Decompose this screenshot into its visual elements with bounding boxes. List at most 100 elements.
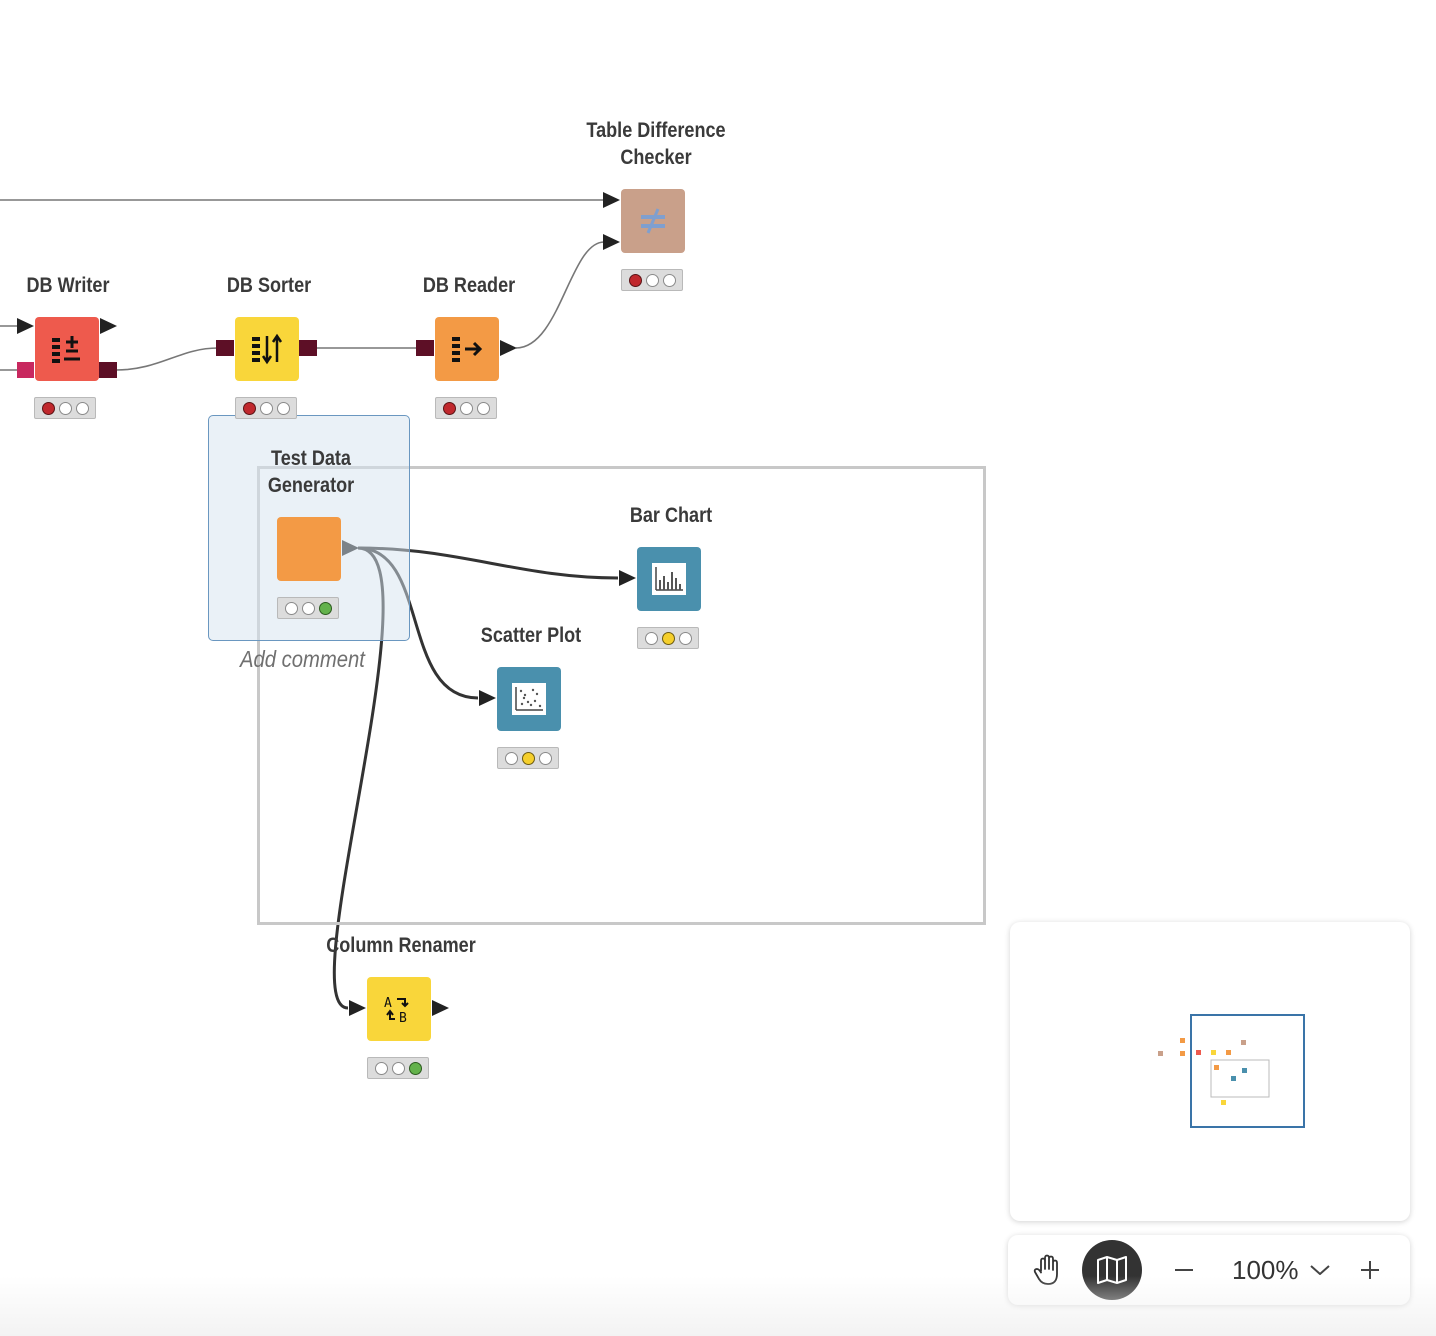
chevron-down-icon <box>1310 1265 1330 1275</box>
node-status-db-writer <box>34 397 96 419</box>
pan-mode-button[interactable] <box>1026 1250 1070 1290</box>
zoom-dropdown-button[interactable] <box>1306 1256 1334 1284</box>
zoom-level-select[interactable]: 100% <box>1232 1252 1299 1288</box>
node-status-table-difference-checker <box>621 269 683 291</box>
node-db-reader[interactable] <box>435 317 499 381</box>
zoom-in-button[interactable] <box>1354 1254 1386 1286</box>
label-line-1: Test Data <box>271 447 351 470</box>
node-bar-chart[interactable] <box>637 547 701 611</box>
status-red-light <box>242 401 256 415</box>
connection-db-writer-to-db-sorter <box>115 347 219 371</box>
node-status-db-reader <box>435 397 497 419</box>
minus-icon <box>1175 1269 1193 1271</box>
status-red-light <box>41 401 55 415</box>
node-label-bar-chart[interactable]: Bar Chart <box>629 504 713 527</box>
map-icon <box>1097 1256 1127 1284</box>
minimap-node <box>1231 1076 1236 1081</box>
port-scatter-in <box>479 690 496 706</box>
status-green-light <box>276 401 290 415</box>
node-label-db-sorter[interactable]: DB Sorter <box>226 274 312 297</box>
node-db-writer[interactable] <box>35 317 99 381</box>
node-status-column-renamer <box>367 1057 429 1079</box>
rename-icon: A B <box>384 996 409 1026</box>
label-line-2: Checker <box>620 146 692 169</box>
port-db-writer-db-in <box>17 362 34 378</box>
minimap-node <box>1221 1100 1226 1105</box>
port-table-diff-in-1 <box>603 192 620 208</box>
minimap-canvas <box>1158 1014 1305 1128</box>
minimap-viewport <box>1190 1014 1305 1128</box>
port-bar-chart-in <box>619 570 636 586</box>
status-green-light <box>318 601 332 615</box>
status-green-light <box>476 401 490 415</box>
label-line-2: Generator <box>267 474 355 497</box>
port-db-sorter-db-in <box>216 340 234 356</box>
node-label-scatter-plot[interactable]: Scatter Plot <box>480 624 582 647</box>
node-table-difference-checker[interactable] <box>621 189 685 253</box>
node-test-data-generator[interactable] <box>277 517 341 581</box>
status-red-light <box>644 631 658 645</box>
port-table-diff-in-2 <box>603 234 620 250</box>
minimap-node <box>1158 1051 1163 1056</box>
hand-icon <box>1033 1254 1058 1285</box>
port-db-reader-db-in <box>416 340 434 356</box>
zoom-level-value: 100% <box>1232 1255 1299 1285</box>
minimap-node <box>1242 1068 1247 1073</box>
status-green-light <box>662 273 676 287</box>
minimap-node <box>1180 1038 1185 1043</box>
sort-icon <box>252 333 283 365</box>
minimap-toggle-button[interactable] <box>1082 1240 1142 1300</box>
status-yellow-light <box>645 273 659 287</box>
workflow-annotation[interactable] <box>257 466 986 925</box>
status-green-light <box>678 631 692 645</box>
node-scatter-plot[interactable] <box>497 667 561 731</box>
port-db-sorter-db-out <box>299 340 317 356</box>
port-column-renamer-in <box>349 1000 366 1016</box>
status-red-light <box>504 751 518 765</box>
add-comment-placeholder[interactable]: Add comment <box>240 646 365 672</box>
minimap-node <box>1211 1050 1216 1055</box>
node-column-renamer[interactable]: A B <box>367 977 431 1041</box>
status-yellow-light <box>521 751 535 765</box>
status-red-light <box>628 273 642 287</box>
port-db-writer-out <box>100 318 117 334</box>
port-db-writer-db-out <box>99 362 117 378</box>
minimap-node <box>1226 1050 1231 1055</box>
status-yellow-light <box>661 631 675 645</box>
node-status-db-sorter <box>235 397 297 419</box>
status-red-light <box>442 401 456 415</box>
node-label-db-writer[interactable]: DB Writer <box>26 274 110 297</box>
node-db-sorter[interactable] <box>235 317 299 381</box>
node-status-test-data-generator <box>277 597 339 619</box>
minimap[interactable] <box>1010 922 1410 1221</box>
scatter-plot-icon <box>512 683 546 715</box>
status-green-light <box>75 401 89 415</box>
db-reader-icon <box>452 337 483 362</box>
port-db-reader-out <box>500 340 517 356</box>
minimap-node <box>1196 1050 1201 1055</box>
status-green-light <box>538 751 552 765</box>
status-yellow-light <box>459 401 473 415</box>
minimap-node <box>1180 1051 1185 1056</box>
status-green-light <box>408 1061 422 1075</box>
status-red-light <box>284 601 298 615</box>
port-column-renamer-out <box>432 1000 449 1016</box>
minimap-annotation <box>1210 1059 1270 1098</box>
plus-icon <box>1361 1261 1379 1279</box>
status-red-light <box>374 1061 388 1075</box>
node-label-column-renamer[interactable]: Column Renamer <box>326 934 476 957</box>
node-label-table-difference-checker[interactable]: Table Difference Checker <box>570 117 742 171</box>
label-line-1: Table Difference <box>586 119 726 142</box>
minimap-node <box>1241 1040 1246 1045</box>
db-writer-icon <box>52 336 80 363</box>
status-yellow-light <box>391 1061 405 1075</box>
status-yellow-light <box>259 401 273 415</box>
zoom-out-button[interactable] <box>1168 1254 1200 1286</box>
svg-text:A: A <box>384 996 392 1011</box>
status-yellow-light <box>58 401 72 415</box>
bar-chart-icon <box>652 563 686 595</box>
node-label-db-reader[interactable]: DB Reader <box>422 274 516 297</box>
node-label-test-data-generator[interactable]: Test Data Generator <box>225 445 397 499</box>
